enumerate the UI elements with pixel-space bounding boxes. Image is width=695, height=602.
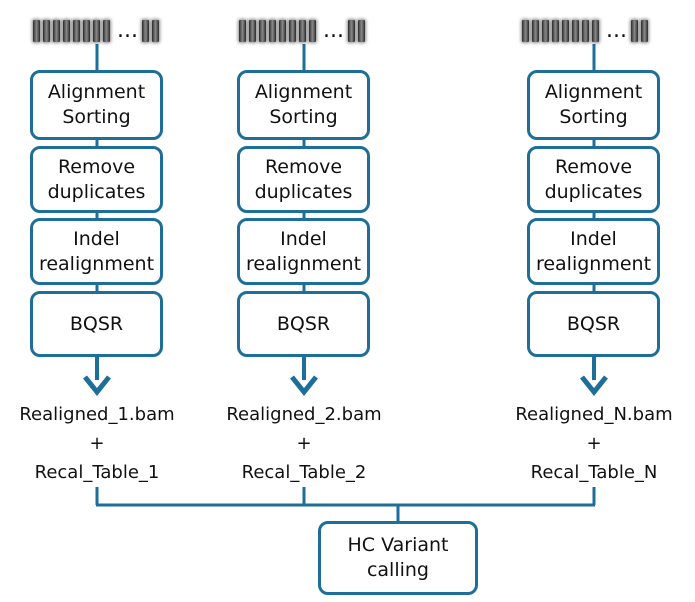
read-bar-icon	[269, 20, 276, 42]
read-bar-icon	[348, 20, 355, 42]
read-bar-icon	[562, 20, 569, 42]
step-label: BQSR	[566, 312, 621, 335]
output-bam: Realigned_1.bam	[19, 404, 175, 425]
step-indel-realignment: Indel realignment	[237, 218, 370, 285]
step-label: Remove duplicates	[47, 155, 146, 203]
read-bar-icon	[239, 20, 246, 42]
step-indel-realignment: Indel realignment	[527, 218, 660, 285]
output-arrowhead-3	[580, 375, 608, 397]
step-label: Indel realignment	[245, 227, 362, 275]
step-alignment-sorting: Alignment Sorting	[527, 70, 660, 140]
step-indel-realignment: Indel realignment	[30, 218, 163, 285]
read-bar-icon	[532, 20, 539, 42]
read-bar-icon	[249, 20, 256, 42]
read-bar-icon	[103, 20, 110, 42]
output-plus: +	[296, 433, 312, 454]
read-bar-icon	[358, 20, 365, 42]
read-bar-icon	[572, 20, 579, 42]
read-bar-icon	[83, 20, 90, 42]
step-hc-variant-calling: HC Variant calling	[318, 521, 478, 595]
read-bar-icon	[542, 20, 549, 42]
step-remove-duplicates: Remove duplicates	[30, 146, 163, 213]
output-bam: Realigned_2.bam	[226, 404, 382, 425]
step-bqsr: BQSR	[30, 291, 163, 357]
step-alignment-sorting: Alignment Sorting	[237, 70, 370, 140]
read-bar-icon	[142, 20, 149, 42]
step-bqsr: BQSR	[237, 291, 370, 357]
step-label: BQSR	[276, 312, 331, 335]
read-bar-icon	[299, 20, 306, 42]
read-bar-icon	[592, 20, 599, 42]
step-alignment-sorting: Alignment Sorting	[30, 70, 163, 140]
output-plus: +	[586, 433, 602, 454]
reads-ellipsis: ...	[117, 18, 138, 43]
output-recal-table: Recal_Table_1	[34, 462, 160, 483]
read-bar-icon	[152, 20, 159, 42]
read-bar-icon	[43, 20, 50, 42]
read-bar-icon	[53, 20, 60, 42]
reads-group-2: ...	[239, 16, 379, 46]
read-bar-icon	[582, 20, 589, 42]
read-bar-icon	[73, 20, 80, 42]
step-label: Remove duplicates	[544, 155, 643, 203]
reads-ellipsis: ...	[323, 18, 344, 43]
step-label: Indel realignment	[535, 227, 652, 275]
step-remove-duplicates: Remove duplicates	[527, 146, 660, 213]
step-remove-duplicates: Remove duplicates	[237, 146, 370, 213]
step-bqsr: BQSR	[527, 291, 660, 357]
output-recal-table: Recal_Table_N	[530, 462, 658, 483]
read-bar-icon	[522, 20, 529, 42]
read-bar-icon	[552, 20, 559, 42]
step-label: Remove duplicates	[254, 155, 353, 203]
output-arrowhead-1	[83, 375, 111, 397]
step-label: BQSR	[69, 312, 124, 335]
output-files-3: Realigned_N.bam + Recal_Table_N	[484, 400, 695, 487]
read-bar-icon	[63, 20, 70, 42]
output-files-2: Realigned_2.bam + Recal_Table_2	[194, 400, 414, 487]
output-arrowhead-2	[290, 375, 318, 397]
output-recal-table: Recal_Table_2	[241, 462, 367, 483]
reads-group-1: ...	[33, 16, 173, 46]
step-label: Alignment Sorting	[254, 81, 353, 128]
reads-group-3: ...	[522, 16, 662, 46]
read-bar-icon	[33, 20, 40, 42]
read-bar-icon	[93, 20, 100, 42]
read-bar-icon	[631, 20, 638, 42]
read-bar-icon	[289, 20, 296, 42]
step-label: Indel realignment	[38, 227, 155, 275]
step-label: HC Variant calling	[347, 534, 449, 581]
read-bar-icon	[641, 20, 648, 42]
read-bar-icon	[309, 20, 316, 42]
step-label: Alignment Sorting	[47, 81, 146, 128]
output-plus: +	[89, 433, 105, 454]
reads-ellipsis: ...	[606, 18, 627, 43]
output-bam: Realigned_N.bam	[515, 404, 673, 425]
step-label: Alignment Sorting	[544, 81, 643, 128]
read-bar-icon	[279, 20, 286, 42]
output-files-1: Realigned_1.bam + Recal_Table_1	[0, 400, 207, 487]
read-bar-icon	[259, 20, 266, 42]
